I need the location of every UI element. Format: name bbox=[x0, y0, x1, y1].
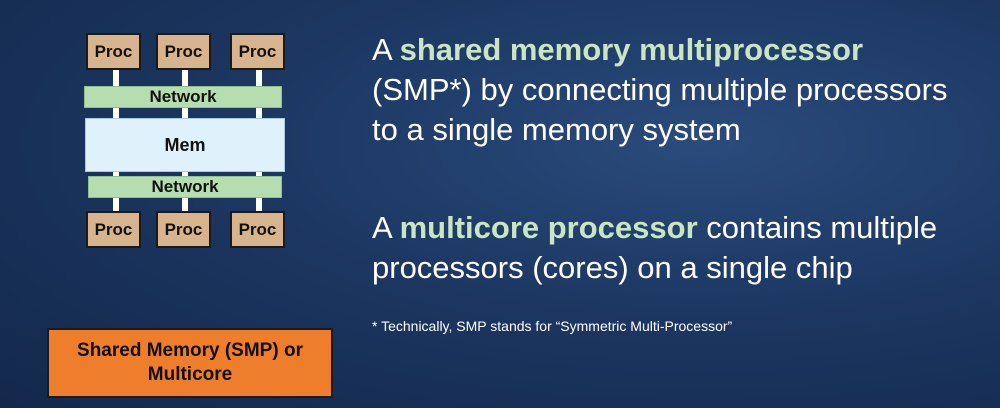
network-top: Network bbox=[84, 86, 282, 108]
topic-badge-text: Shared Memory (SMP) or Multicore bbox=[77, 340, 303, 385]
proc-bottom-2: Proc bbox=[156, 211, 211, 248]
multicore-line-2: processors (cores) on a single chip bbox=[372, 250, 853, 285]
memory-label: Mem bbox=[164, 134, 206, 155]
multicore-post: contains multiple bbox=[697, 210, 938, 245]
topic-badge: Shared Memory (SMP) or Multicore bbox=[47, 328, 333, 398]
smp-highlight: shared memory multiprocessor bbox=[399, 32, 864, 67]
proc-label: Proc bbox=[164, 219, 203, 239]
smp-line-2: (SMP*) by connecting multiple processors bbox=[372, 72, 948, 107]
network-bottom-label: Network bbox=[151, 177, 219, 196]
proc-top-3: Proc bbox=[230, 33, 285, 70]
smp-diagram: Network Mem Network Proc Proc Proc Proc … bbox=[0, 0, 340, 270]
network-top-label: Network bbox=[149, 87, 217, 106]
proc-label: Proc bbox=[94, 219, 133, 239]
proc-label: Proc bbox=[238, 41, 277, 61]
proc-bottom-3: Proc bbox=[230, 211, 285, 248]
network-bottom: Network bbox=[88, 176, 282, 198]
proc-bottom-1: Proc bbox=[86, 211, 141, 248]
proc-label: Proc bbox=[164, 41, 203, 61]
multicore-highlight: multicore processor bbox=[399, 210, 698, 245]
proc-label: Proc bbox=[94, 41, 133, 61]
smp-line-1: A shared memory multiprocessor bbox=[372, 30, 947, 70]
multicore-pre: A bbox=[372, 210, 400, 245]
proc-label: Proc bbox=[238, 219, 277, 239]
smp-pre: A bbox=[372, 32, 400, 67]
multicore-definition: A multicore processor contains multiple … bbox=[372, 208, 937, 288]
smp-definition: A shared memory multiprocessor (SMP*) by… bbox=[372, 30, 947, 150]
multicore-line-1: A multicore processor contains multiple bbox=[372, 208, 937, 248]
proc-top-1: Proc bbox=[86, 33, 141, 70]
memory-block: Mem bbox=[85, 118, 285, 172]
smp-line-3: to a single memory system bbox=[372, 112, 741, 147]
proc-top-2: Proc bbox=[156, 33, 211, 70]
footnote: * Technically, SMP stands for “Symmetric… bbox=[372, 318, 733, 334]
